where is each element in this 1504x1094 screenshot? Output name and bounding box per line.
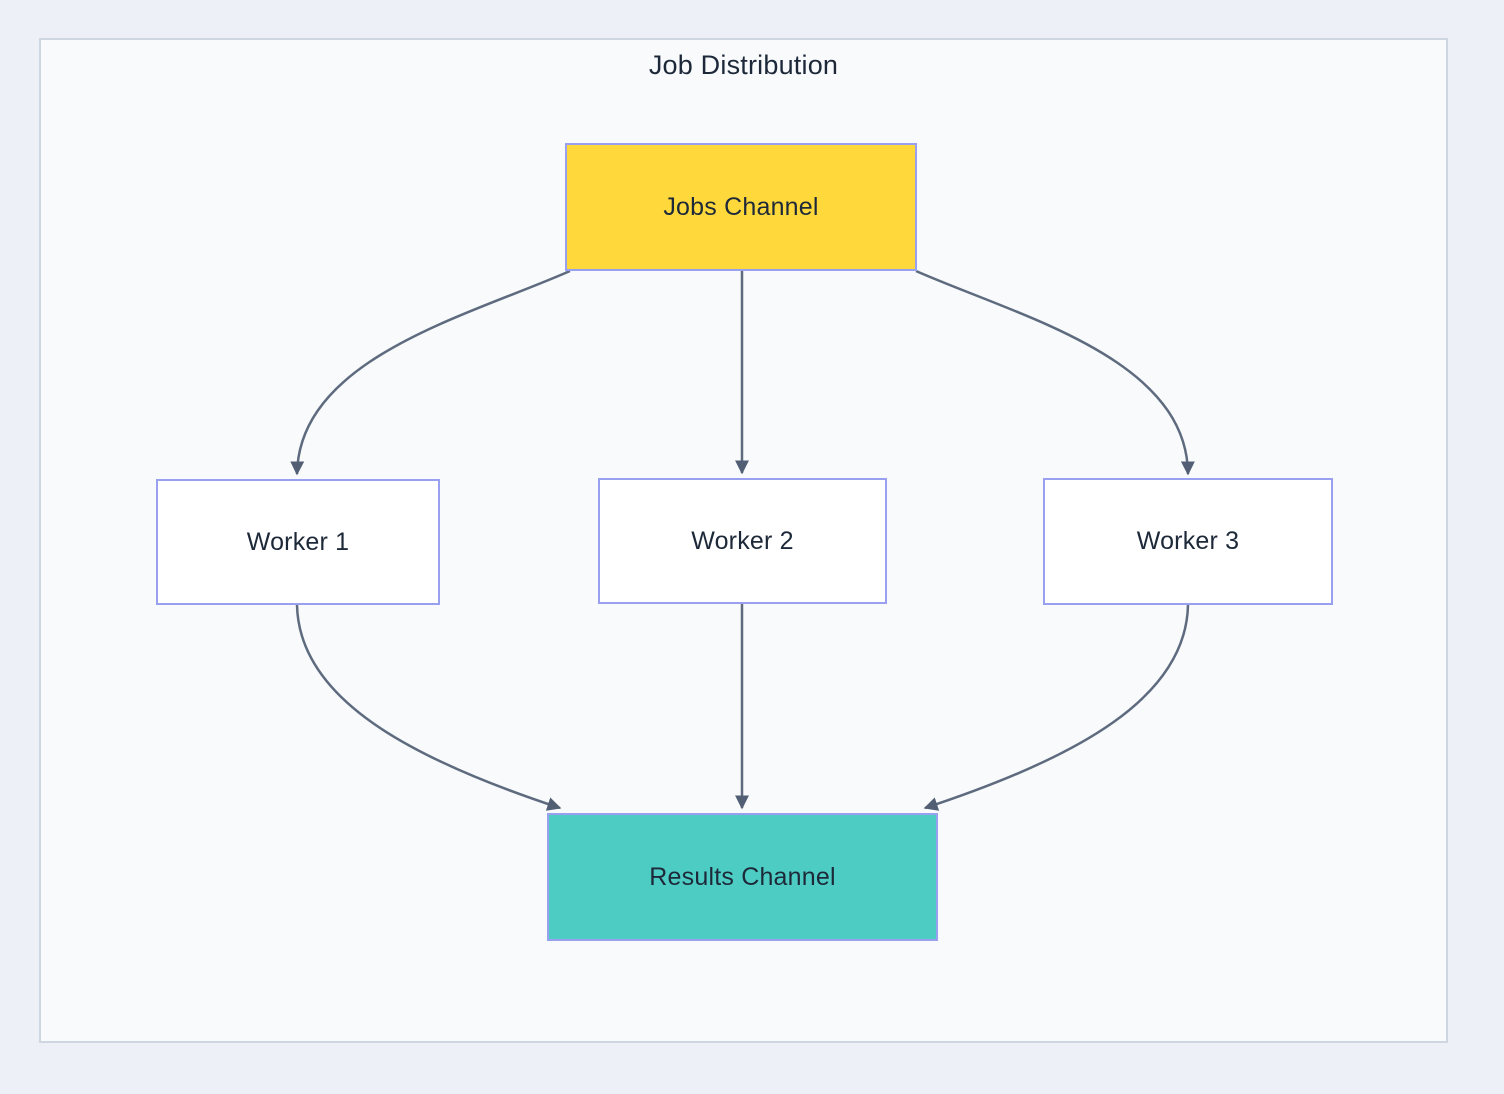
node-worker-3-label: Worker 3 <box>1136 527 1240 555</box>
node-results-channel-label: Results Channel <box>649 862 836 891</box>
diagram-title: Job Distribution <box>648 50 839 80</box>
node-jobs-channel: Jobs Channel <box>565 143 917 271</box>
node-jobs-channel-label: Jobs Channel <box>663 192 819 221</box>
node-worker-3: Worker 3 <box>1043 478 1333 605</box>
node-worker-2-label: Worker 2 <box>691 526 794 555</box>
node-results-channel: Results Channel <box>547 813 938 941</box>
node-worker-2: Worker 2 <box>598 478 887 604</box>
node-worker-1: Worker 1 <box>156 479 440 605</box>
node-worker-1-label: Worker 1 <box>246 527 350 556</box>
